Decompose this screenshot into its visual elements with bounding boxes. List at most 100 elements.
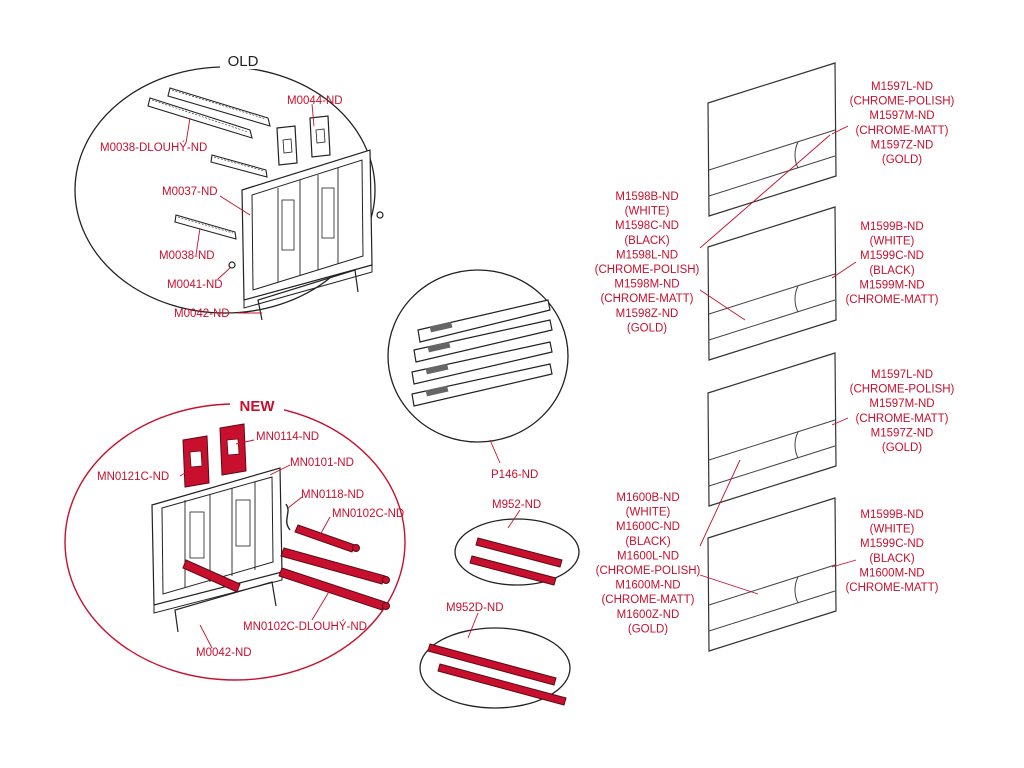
old-screw-1	[376, 211, 384, 219]
new-title: NEW	[240, 398, 276, 415]
leader-mn0102c	[319, 516, 331, 536]
label-mn0114: MN0114-ND	[256, 431, 319, 443]
m952-rod-1	[475, 537, 563, 568]
plate-label-p2-left-line-1: (WHITE)	[625, 206, 670, 218]
p146-board-3	[411, 341, 553, 385]
plate-label-p4-left-line-8: M1600Z-ND	[617, 609, 680, 621]
p146-ellipse	[387, 269, 569, 443]
plate-label-p2-left-line-6: M1598M-ND	[614, 279, 679, 291]
old-wire-bracket	[257, 269, 359, 321]
leader-plate-4-right	[831, 559, 857, 568]
plate-label-p2-left-line-0: M1598B-ND	[615, 191, 678, 203]
old-screw-2	[228, 261, 236, 269]
plate-label-blocks: M1597L-ND (CHROME-POLISH) M1597M-ND (CHROME…	[595, 81, 955, 635]
p146-group: P146-ND	[387, 269, 569, 481]
plate-2	[707, 206, 837, 361]
old-group: OLD	[74, 49, 384, 321]
m952d-ellipse	[419, 627, 571, 709]
m952-group: M952-ND	[454, 499, 580, 586]
plate-label-p4-left-line-6: M1600M-ND	[615, 580, 680, 592]
leader-plate-1	[831, 125, 849, 135]
new-wire-bracket	[174, 581, 277, 633]
m952-ellipse	[454, 518, 580, 586]
m952d-rod-1	[427, 643, 557, 686]
plate-label-p2-left-line-7: (CHROME-MATT)	[600, 293, 693, 305]
plate-label-p4-left-line-5: (CHROME-POLISH)	[596, 565, 701, 577]
label-m0042-old: M0042-ND	[174, 308, 230, 320]
plate-label-p1-line-1: (CHROME-POLISH)	[850, 96, 955, 108]
leader-m0044	[311, 103, 315, 127]
m952d-group: M952D-ND	[419, 602, 571, 709]
leader-plate-2-right	[831, 261, 857, 279]
m952-rod-2	[469, 555, 557, 586]
mn0102c-rod-1	[294, 524, 360, 553]
plate-label-p1-line-4: M1597Z-ND	[871, 139, 934, 151]
plate-label-p2-right-line-3: (BLACK)	[869, 265, 915, 277]
label-m0042-new: M0042-ND	[196, 647, 252, 659]
plate-label-p2-right-line-1: (WHITE)	[870, 236, 915, 248]
leader-mn0121c	[179, 469, 191, 477]
plate-label-p1-line-5: (GOLD)	[882, 154, 922, 166]
plate-label-p4-right-line-4: M1600M-ND	[859, 567, 924, 579]
new-group: NEW	[64, 394, 406, 681]
leader-plate-3-from-left	[699, 459, 741, 547]
plate-label-p1-line-2: M1597M-ND	[869, 110, 934, 122]
plate-label-p4-right-line-2: M1599C-ND	[860, 538, 924, 550]
plate-label-p2-left-line-3: (BLACK)	[624, 235, 670, 247]
mn0102c-rod-3	[278, 567, 390, 611]
plate-label-p2-right-line-2: M1599C-ND	[860, 250, 924, 262]
plate-label-p2-left-line-2: M1598C-ND	[615, 220, 679, 232]
m952d-rod-2	[437, 663, 567, 706]
leader-m952d	[467, 612, 479, 639]
old-long-rod-2	[147, 97, 253, 139]
plate-label-p3-line-1: (CHROME-POLISH)	[850, 384, 955, 396]
leader-m0038	[195, 227, 201, 256]
plate-label-p4-left-line-9: (GOLD)	[628, 623, 668, 635]
plate-label-p4-left-line-3: (BLACK)	[625, 536, 671, 548]
label-m952: M952-ND	[492, 499, 541, 511]
leader-m952	[507, 509, 521, 529]
leader-p146	[489, 439, 501, 464]
plate-label-p2-left-line-9: (GOLD)	[627, 322, 667, 334]
m0044-clip-1	[276, 125, 298, 166]
old-long-rod-1	[167, 87, 271, 127]
new-frame	[151, 467, 283, 614]
label-m0038: M0038-ND	[159, 250, 215, 262]
label-m0044: M0044-ND	[287, 95, 343, 107]
old-short-rod-2	[174, 214, 237, 240]
leader-m0042-new	[199, 624, 213, 649]
label-mn0121c: MN0121C-ND	[97, 471, 169, 483]
plate-label-p2-right-line-4: M1599M-ND	[859, 279, 924, 291]
leader-plate-3	[831, 417, 849, 426]
leader-mn0118	[287, 496, 303, 509]
plate-4	[707, 497, 837, 652]
label-m0041: M0041-ND	[167, 279, 223, 291]
leader-m0037	[219, 195, 251, 216]
old-title: OLD	[228, 53, 259, 70]
plate-label-p4-right-line-1: (WHITE)	[870, 524, 915, 536]
label-mn0102c-dlouhy: MN0102C-DLOUHÝ-ND	[243, 620, 367, 633]
plate-label-p3-line-5: (GOLD)	[882, 442, 922, 454]
label-m0037: M0037-ND	[162, 186, 218, 198]
plate-label-p2-left-line-5: (CHROME-POLISH)	[595, 264, 700, 276]
leader-mn0101	[269, 464, 291, 476]
plate-label-p3-line-3: (CHROME-MATT)	[855, 413, 948, 425]
plate-label-p4-right-line-5: (CHROME-MATT)	[845, 582, 938, 594]
leader-plate-4-left	[699, 574, 759, 595]
leader-plate-1-from-left	[699, 134, 831, 249]
plate-label-p1-line-3: (CHROME-MATT)	[855, 125, 948, 137]
plate-label-p1-line-0: M1597L-ND	[871, 81, 933, 93]
leader-mn0102c-dlouhy	[311, 589, 331, 621]
plate-label-p4-left-line-2: M1600C-ND	[616, 521, 680, 533]
plate-label-p2-left-line-8: M1598Z-ND	[616, 308, 679, 320]
mn0118-part	[285, 503, 291, 531]
plate-label-p3-line-2: M1597M-ND	[869, 398, 934, 410]
p146-board-4	[411, 363, 553, 407]
plate-label-p3-line-0: M1597L-ND	[871, 369, 933, 381]
new-title-bg	[230, 394, 284, 414]
label-mn0102c: MN0102C-ND	[332, 508, 404, 520]
old-short-rod-1	[210, 154, 268, 178]
label-mn0101: MN0101-ND	[290, 457, 354, 469]
label-mn0118: MN0118-ND	[301, 489, 364, 501]
label-m0038-dlouhy: M0038-DLOUHÝ-ND	[100, 141, 207, 154]
